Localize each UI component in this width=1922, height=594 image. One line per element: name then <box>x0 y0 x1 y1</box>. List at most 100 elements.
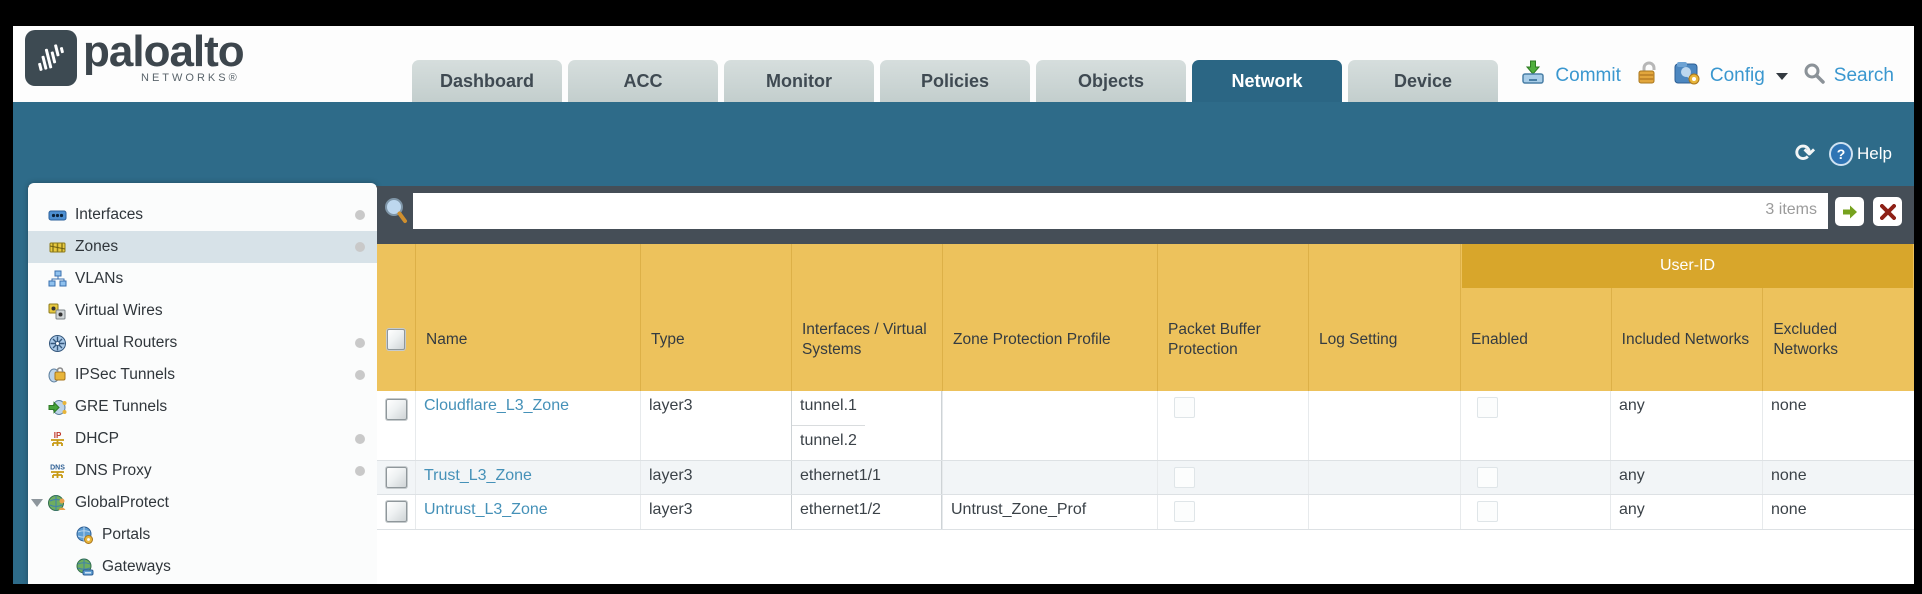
sidebar-item-dhcp[interactable]: IP DHCP <box>28 423 377 455</box>
ipsec-tunnels-icon <box>48 366 67 385</box>
sidebar-item-label: DHCP <box>75 430 119 447</box>
sidebar-item-gre-tunnels[interactable]: GRE Tunnels <box>28 391 377 423</box>
column-header-type[interactable]: Type <box>640 244 791 391</box>
globalprotect-icon <box>48 494 67 513</box>
brand-name: paloalto <box>83 27 245 76</box>
sidebar-item-gateways[interactable]: Gateways <box>28 551 377 583</box>
app-header: paloalto NETWORKS® Dashboard ACC Monitor… <box>13 26 1914 102</box>
apply-filter-button[interactable] <box>1835 197 1864 226</box>
sidebar-item-label: IPSec Tunnels <box>75 366 175 383</box>
sidebar-item-ipsec-tunnels[interactable]: IPSec Tunnels <box>28 359 377 391</box>
help-label: Help <box>1857 144 1892 163</box>
zone-type: layer3 <box>649 397 693 414</box>
packet-buffer-protection-checkbox[interactable] <box>1174 501 1195 522</box>
row-checkbox[interactable] <box>385 501 407 522</box>
column-header-log-setting[interactable]: Log Setting <box>1308 244 1460 391</box>
tab-device[interactable]: Device <box>1348 60 1498 102</box>
left-teal-strip <box>13 186 28 584</box>
item-dot <box>355 210 365 220</box>
tab-network[interactable]: Network <box>1192 60 1342 102</box>
gre-tunnels-icon <box>48 398 67 417</box>
log-setting-cell <box>1308 461 1460 494</box>
sub-header-band: ⟳ ? Help <box>13 102 1914 186</box>
zone-type: layer3 <box>649 467 693 484</box>
sidebar-item-globalprotect[interactable]: GlobalProtect <box>28 487 377 519</box>
sidebar-item-dns-proxy[interactable]: DNS DNS Proxy <box>28 455 377 487</box>
dns-proxy-icon: DNS <box>48 462 67 481</box>
user-id-enabled-checkbox[interactable] <box>1477 467 1498 488</box>
tab-policies[interactable]: Policies <box>880 60 1030 102</box>
commit-button[interactable]: Commit <box>1555 65 1621 86</box>
column-header-zone-protection-profile[interactable]: Zone Protection Profile <box>942 244 1157 391</box>
refresh-icon[interactable]: ⟳ <box>1794 140 1816 167</box>
sidebar-item-label: Portals <box>102 526 151 543</box>
interfaces-icon <box>48 206 67 225</box>
network-sidebar: Interfaces Zones VLANs Virtual Wires Vir… <box>28 183 377 584</box>
row-checkbox[interactable] <box>385 467 407 488</box>
sidebar-item-label: VLANs <box>75 270 124 287</box>
zone-name-link[interactable]: Trust_L3_Zone <box>424 467 532 484</box>
item-dot <box>355 370 365 380</box>
included-networks-cell: any <box>1610 495 1762 529</box>
row-checkbox[interactable] <box>385 399 407 420</box>
zone-name-link[interactable]: Untrust_L3_Zone <box>424 501 548 518</box>
header-actions: Commit Config <box>1520 54 1894 98</box>
expand-caret-icon[interactable] <box>31 499 43 507</box>
config-button[interactable]: Config <box>1709 65 1765 86</box>
sidebar-item-label: DNS Proxy <box>75 462 152 479</box>
included-networks-cell: any <box>1610 391 1762 460</box>
tab-acc[interactable]: ACC <box>568 60 718 102</box>
help-icon: ? <box>1829 142 1854 166</box>
sidebar-item-virtual-wires[interactable]: Virtual Wires <box>28 295 377 327</box>
packet-buffer-protection-checkbox[interactable] <box>1174 397 1195 418</box>
column-header-excluded-networks[interactable]: Excluded Networks <box>1762 288 1914 391</box>
filter-toolbar: 3 items <box>377 186 1914 244</box>
user-id-enabled-checkbox[interactable] <box>1477 501 1498 522</box>
tab-monitor[interactable]: Monitor <box>724 60 874 102</box>
search-button[interactable]: Search <box>1833 65 1894 86</box>
user-id-enabled-checkbox[interactable] <box>1477 397 1498 418</box>
sidebar-item-zones[interactable]: Zones <box>28 231 377 263</box>
virtual-wires-icon <box>48 302 67 321</box>
packet-buffer-protection-checkbox[interactable] <box>1174 467 1195 488</box>
main-nav-tabs: Dashboard ACC Monitor Policies Objects N… <box>406 60 1498 102</box>
column-header-interfaces[interactable]: Interfaces / Virtual Systems <box>791 244 942 391</box>
filter-search-icon <box>383 196 409 231</box>
zone-name-link[interactable]: Cloudflare_L3_Zone <box>424 397 569 414</box>
table-row[interactable]: Trust_L3_Zone layer3 ethernet1/1 any non… <box>377 461 1914 495</box>
table-row[interactable]: Cloudflare_L3_Zone layer3 tunnel.1 tunne… <box>377 391 1914 461</box>
sidebar-item-virtual-routers[interactable]: Virtual Routers <box>28 327 377 359</box>
select-all-checkbox[interactable] <box>387 329 405 350</box>
zone-protection-profile-cell <box>942 461 1157 494</box>
sidebar-item-interfaces[interactable]: Interfaces <box>28 199 377 231</box>
log-setting-cell <box>1308 495 1460 529</box>
item-dot <box>355 434 365 444</box>
zone-filter-input[interactable] <box>413 193 1828 229</box>
search-icon[interactable] <box>1803 62 1825 90</box>
help-button[interactable]: ? Help <box>1829 142 1892 166</box>
interface-value: tunnel.2 <box>792 425 865 460</box>
commit-icon[interactable] <box>1520 60 1546 92</box>
excluded-networks-cell: none <box>1762 391 1914 460</box>
column-header-enabled[interactable]: Enabled <box>1471 330 1528 348</box>
item-dot <box>355 338 365 348</box>
excluded-networks-cell: none <box>1762 495 1914 529</box>
config-icon[interactable] <box>1673 60 1701 92</box>
lock-icon[interactable] <box>1636 60 1660 92</box>
item-dot <box>355 466 365 476</box>
column-header-packet-buffer-protection[interactable]: Packet Buffer Protection <box>1157 244 1308 391</box>
sidebar-item-portals[interactable]: Portals <box>28 519 377 551</box>
sidebar-item-vlans[interactable]: VLANs <box>28 263 377 295</box>
paloalto-logo: paloalto NETWORKS® <box>25 27 245 86</box>
brand-sub: NETWORKS® <box>141 72 240 84</box>
tab-objects[interactable]: Objects <box>1036 60 1186 102</box>
item-dot <box>355 242 365 252</box>
tab-dashboard[interactable]: Dashboard <box>412 60 562 102</box>
config-dropdown-caret-icon[interactable] <box>1775 72 1788 80</box>
clear-filter-button[interactable] <box>1873 197 1902 226</box>
sidebar-item-label: Gateways <box>102 558 171 575</box>
zone-protection-profile-cell <box>942 391 1157 460</box>
column-header-name[interactable]: Name <box>415 244 640 391</box>
column-header-included-networks[interactable]: Included Networks <box>1610 288 1763 391</box>
table-row[interactable]: Untrust_L3_Zone layer3 ethernet1/2 Untru… <box>377 495 1914 530</box>
